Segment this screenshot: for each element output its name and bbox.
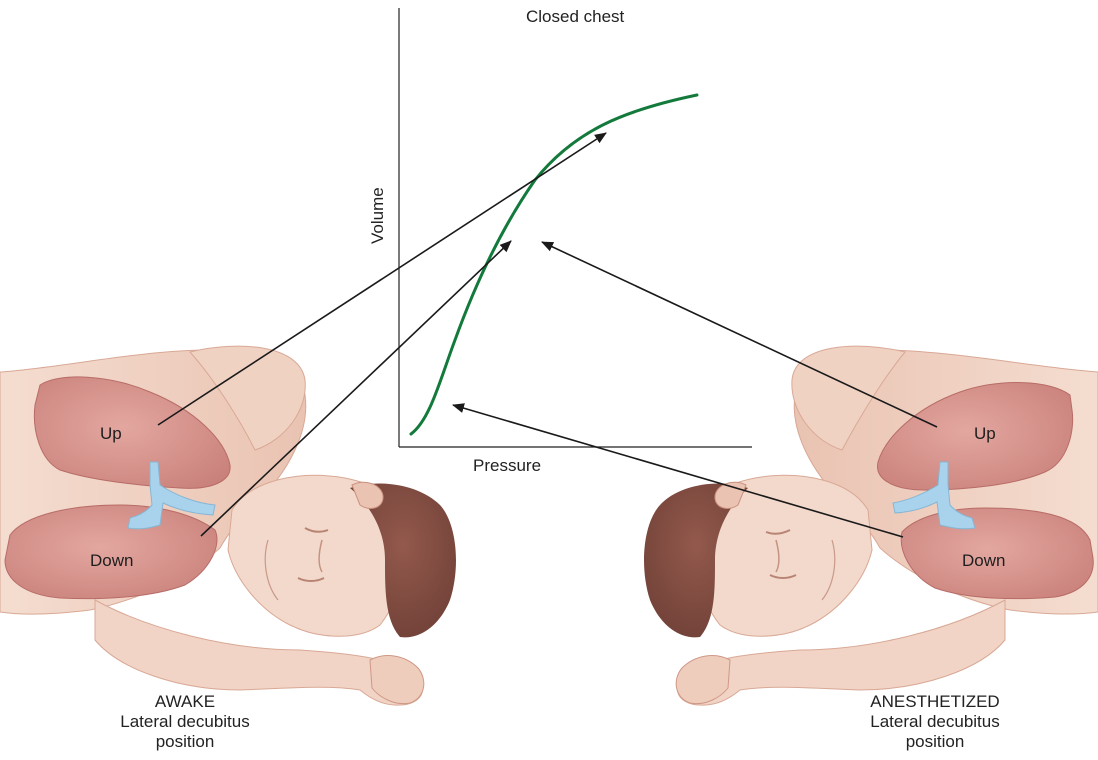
awake-caption: AWAKE Lateral decubitus position xyxy=(110,692,260,752)
awake-up-label: Up xyxy=(100,424,122,444)
arrow-anesthetized-up xyxy=(542,242,937,427)
awake-caption-line1: AWAKE xyxy=(110,692,260,712)
anesthetized-caption: ANESTHETIZED Lateral decubitus position xyxy=(845,692,1025,752)
anesthetized-up-label: Up xyxy=(974,424,996,444)
anesthetized-down-label: Down xyxy=(962,551,1005,571)
anesthetized-caption-line1: ANESTHETIZED xyxy=(845,692,1025,712)
anesthetized-patient-figure xyxy=(644,346,1098,705)
anesthetized-caption-line3: position xyxy=(845,732,1025,752)
awake-down-label: Down xyxy=(90,551,133,571)
y-axis-label: Volume xyxy=(368,187,388,244)
x-axis-label: Pressure xyxy=(473,456,541,476)
pressure-volume-curve xyxy=(411,95,697,434)
awake-caption-line3: position xyxy=(110,732,260,752)
arrow-awake-up xyxy=(158,133,606,425)
awake-caption-line2: Lateral decubitus xyxy=(110,712,260,732)
anesthetized-caption-line2: Lateral decubitus xyxy=(845,712,1025,732)
awake-patient-figure xyxy=(0,346,456,705)
chart-title: Closed chest xyxy=(526,7,624,27)
